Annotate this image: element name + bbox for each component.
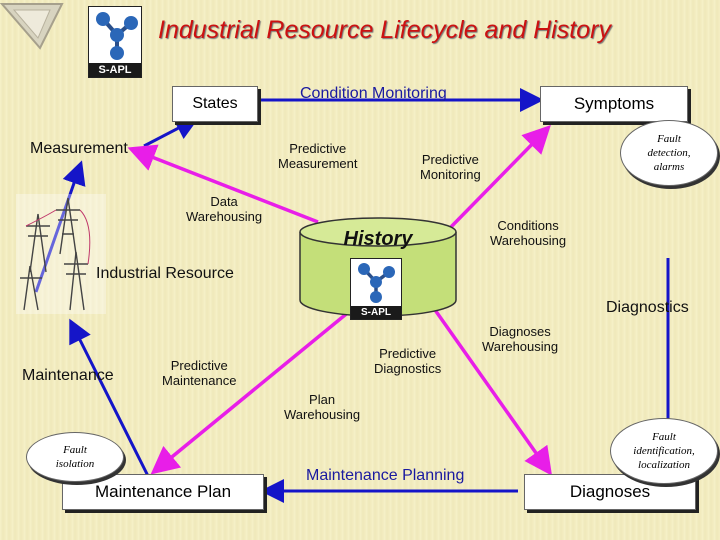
fault-isolation-note: Fault isolation xyxy=(26,432,124,482)
predictive-maintenance-label: Predictive Maintenance xyxy=(162,358,237,388)
arrow-plan-to-maintenance xyxy=(69,318,152,481)
diagnoses-warehousing-label: Diagnoses Warehousing xyxy=(482,324,559,354)
condition-monitoring-label: Condition Monitoring xyxy=(300,85,447,102)
arrow-history-to-diagnoses xyxy=(426,298,553,476)
predictive-diagnostics-label: Predictive Diagnostics xyxy=(374,346,442,376)
measurement-label: Measurement xyxy=(30,140,128,157)
predictive-monitoring-label: Predictive Monitoring xyxy=(420,152,481,182)
maintenance-planning-label: Maintenance Planning xyxy=(306,467,465,484)
sapl-logo: S-APL xyxy=(88,6,142,78)
arrow-history-to-maintenance-plan xyxy=(150,304,358,475)
arrow-measurement-to-states xyxy=(143,117,200,148)
data-warehousing-label: Data Warehousing xyxy=(186,194,263,224)
predictive-measurement-label: Predictive Measurement xyxy=(278,141,358,171)
conditions-warehousing-label: Conditions Warehousing xyxy=(490,218,567,248)
maintenance-label: Maintenance xyxy=(22,367,114,384)
states-box: States xyxy=(172,86,258,122)
diagnostics-label: Diagnostics xyxy=(606,299,689,316)
arrow-history-to-measurement xyxy=(127,144,319,224)
fault-detection-note: Fault detection, alarms xyxy=(620,120,718,186)
network-molecule-icon xyxy=(96,12,138,60)
industrial-resource-label: Industrial Resource xyxy=(96,265,234,282)
history-logo-caption: S-APL xyxy=(351,306,401,319)
history-sapl-logo: S-APL xyxy=(350,258,402,320)
corner-logo-icon xyxy=(0,3,64,50)
plan-warehousing-label: Plan Warehousing xyxy=(284,392,361,422)
maintenance-plan-box: Maintenance Plan xyxy=(62,474,264,510)
history-label: History xyxy=(343,228,413,250)
power-towers-icon xyxy=(16,194,106,314)
fault-identification-note: Fault identification, localization xyxy=(610,418,718,484)
arrow-history-to-symptoms xyxy=(446,125,551,232)
network-molecule-icon xyxy=(358,263,395,303)
arrow-resource-to-measurement xyxy=(34,160,86,293)
slide-title: Industrial Resource Lifecycle and Histor… xyxy=(158,16,611,44)
symptoms-box: Symptoms xyxy=(540,86,688,122)
logo-caption: S-APL xyxy=(89,63,141,77)
